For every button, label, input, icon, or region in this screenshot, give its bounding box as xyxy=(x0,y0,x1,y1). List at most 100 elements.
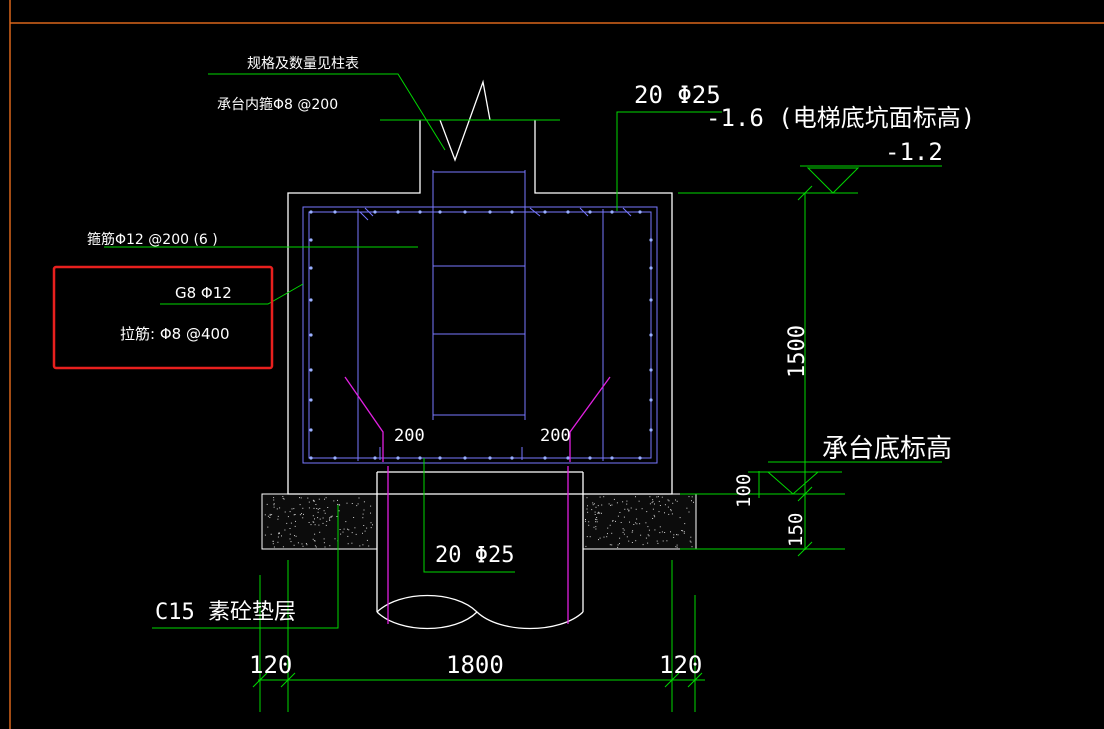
hatch-speck xyxy=(595,506,597,508)
hatch-speck xyxy=(612,520,613,522)
hatch-speck xyxy=(299,504,301,506)
hatch-speck xyxy=(278,532,280,534)
hatch-speck xyxy=(287,516,289,518)
hatch-speck xyxy=(276,508,278,510)
hatch-speck xyxy=(652,518,654,519)
hatch-speck xyxy=(620,522,622,523)
hatch-speck xyxy=(347,535,349,537)
hatch-speck xyxy=(334,538,336,540)
rebar-dot xyxy=(309,298,313,302)
hatch-speck xyxy=(645,522,647,524)
hatch-speck xyxy=(597,512,599,514)
hatch-speck xyxy=(358,497,360,499)
hatch-speck xyxy=(316,508,318,509)
rebar-dot xyxy=(309,428,313,432)
hatch-speck xyxy=(609,544,611,546)
dim-150-label: 150 xyxy=(785,513,807,547)
hatch-speck xyxy=(606,536,608,538)
hatch-speck xyxy=(683,531,685,533)
hatch-speck xyxy=(615,520,616,522)
hatch-speck xyxy=(628,509,630,511)
hatch-speck xyxy=(289,533,291,535)
bottom-elevation-marker xyxy=(766,471,820,495)
hatch-speck xyxy=(319,531,321,533)
hatch-speck xyxy=(324,512,326,514)
rebar-dot xyxy=(333,456,337,460)
hatch-speck xyxy=(622,528,624,530)
rebar-dot xyxy=(396,456,400,460)
rebar-dot xyxy=(510,210,514,214)
hatch-speck xyxy=(661,496,663,498)
rebar-dot xyxy=(588,456,592,460)
hatch-speck xyxy=(312,515,314,517)
hatch-speck xyxy=(652,501,654,503)
hatch-speck xyxy=(667,506,669,508)
hatch-speck xyxy=(648,529,650,531)
hatch-speck xyxy=(266,503,268,505)
hatch-speck xyxy=(314,518,315,520)
hatch-speck xyxy=(293,544,295,546)
hatch-speck xyxy=(598,539,599,541)
leader-lines xyxy=(104,73,942,712)
hatch-speck xyxy=(339,504,341,506)
hatch-speck xyxy=(269,513,271,515)
rebar-dot xyxy=(309,333,313,337)
hatch-speck xyxy=(617,515,619,517)
hatch-speck xyxy=(356,505,358,507)
hatch-speck xyxy=(676,544,678,546)
hatch-speck xyxy=(691,496,693,498)
hatch-speck xyxy=(347,543,349,545)
hatch-speck xyxy=(346,502,348,504)
hatch-speck xyxy=(596,517,598,518)
hatch-speck xyxy=(690,541,692,543)
hatch-speck xyxy=(668,500,670,502)
hatch-speck xyxy=(691,546,693,548)
hatch-speck xyxy=(366,539,368,541)
hatch-speck xyxy=(610,504,611,506)
hatch-speck xyxy=(370,512,371,514)
hatch-speck xyxy=(662,540,664,542)
hatch-speck xyxy=(601,504,603,506)
hatch-speck xyxy=(682,530,684,532)
hatch-speck xyxy=(324,546,326,548)
hatch-speck xyxy=(354,527,356,529)
hatch-speck xyxy=(591,509,593,511)
hatch-speck xyxy=(652,499,654,501)
hatch-speck xyxy=(308,507,310,509)
rebar-dot xyxy=(488,456,492,460)
rebar-dot xyxy=(543,210,547,214)
hatch-speck xyxy=(271,514,273,516)
hatch-speck xyxy=(657,542,659,544)
hatch-speck xyxy=(327,507,329,508)
hatch-speck xyxy=(595,521,597,523)
hatch-speck xyxy=(299,497,300,499)
hatch-speck xyxy=(645,537,647,539)
hatch-speck xyxy=(603,496,605,498)
hatch-speck xyxy=(690,536,692,538)
rebar-dot xyxy=(638,210,642,214)
rebar-dot xyxy=(396,210,400,214)
hatch-speck xyxy=(627,508,629,510)
dim-left-label: 120 xyxy=(249,651,292,679)
hatch-speck xyxy=(588,521,590,523)
hatch-speck xyxy=(368,545,370,547)
hatch-speck xyxy=(642,544,644,546)
hatch-speck xyxy=(282,496,284,497)
hatch-speck xyxy=(585,520,586,522)
hatch-speck xyxy=(308,501,310,503)
hatch-speck xyxy=(362,513,364,515)
rebar-dot xyxy=(649,266,653,270)
hatch-speck xyxy=(329,519,331,521)
rebar-dot xyxy=(566,456,570,460)
hatch-speck xyxy=(628,540,630,542)
hatch-speck xyxy=(310,524,312,526)
hatch-speck xyxy=(331,515,333,517)
dim-right-label: 120 xyxy=(659,651,702,679)
hatch-speck xyxy=(289,538,291,540)
hatch-speck xyxy=(641,508,643,510)
rebar-dots xyxy=(309,210,653,460)
hatch-speck xyxy=(601,512,602,514)
hatch-speck xyxy=(671,513,673,515)
hatch-speck xyxy=(306,544,308,546)
hatch-speck xyxy=(629,521,630,523)
